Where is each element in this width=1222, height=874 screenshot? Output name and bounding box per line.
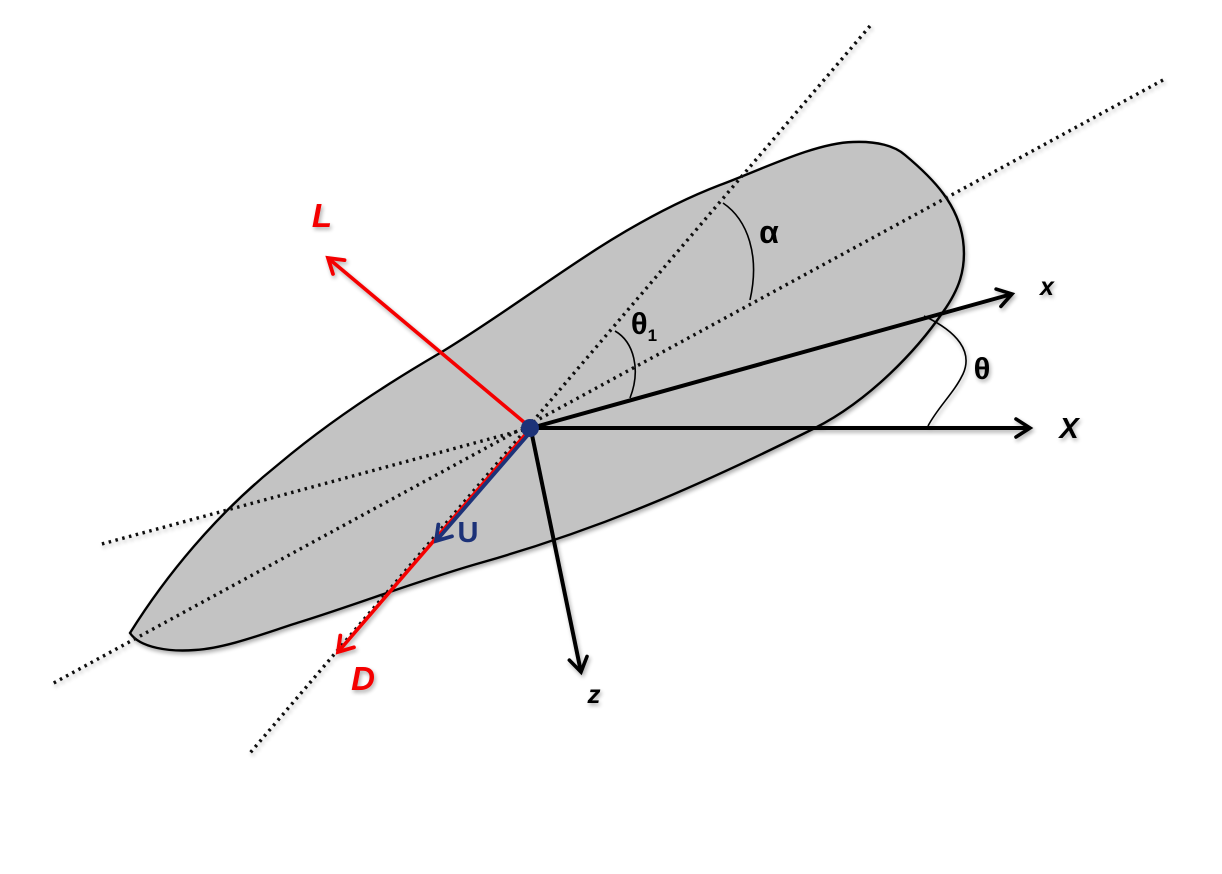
z-axis-label: z [587, 679, 601, 709]
theta-label: θ [974, 351, 991, 386]
velocity-vector [433, 427, 535, 544]
theta-angle-arc [923, 315, 967, 427]
body-x-axis-label: x [1038, 273, 1055, 301]
body-reference-line [49, 78, 1164, 687]
relative-wind-line [248, 24, 872, 755]
drag-label: D [351, 660, 375, 697]
origin-dot [521, 419, 539, 437]
x-axis-rear-extension-line [97, 426, 531, 547]
body-x-axis [530, 287, 1016, 430]
theta1-subscript: 1 [648, 326, 657, 345]
z-axis [529, 429, 589, 676]
alpha-angle-arc [722, 202, 755, 301]
lift-label: L [312, 197, 332, 234]
lift-vector [325, 255, 533, 430]
theta1-angle-arc [614, 330, 637, 399]
theta1-base-glyph: θ [631, 306, 648, 341]
alpha-label: α [759, 214, 779, 250]
velocity-label: U [458, 517, 479, 549]
inertial-x-axis-label: X [1057, 413, 1080, 445]
fuselage-shape [128, 140, 966, 652]
theta1-label: θ1 [631, 306, 657, 345]
